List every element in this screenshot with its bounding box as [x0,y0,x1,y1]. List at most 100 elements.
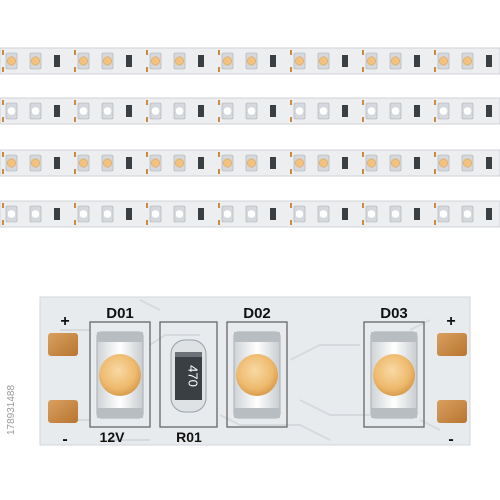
d02-led [233,331,281,419]
resistor-marking: 470 [186,365,201,387]
plus-label-left: + [60,313,69,330]
strip-solder-pad [362,117,364,122]
strip-solder-pad [290,117,292,122]
strip-resistor [342,208,348,220]
strip-led-dot [319,106,328,116]
strip-resistor [414,55,420,67]
strip-solder-pad [434,169,436,174]
strip-led-dot [151,56,160,66]
strip-led-dot [31,56,40,66]
strip-solder-pad [362,50,364,55]
minus-label-left: - [62,431,67,448]
strip-solder-pad [218,152,220,157]
strip-led-dot [223,209,232,219]
strip-led-dot [223,106,232,116]
strip-solder-pad [218,117,220,122]
strip-resistor [486,157,492,169]
strip-led-dot [463,106,472,116]
strip-resistor [486,55,492,67]
d02-silkscreen [226,321,288,428]
strip-led-dot [79,158,88,168]
strip-solder-pad [146,50,148,55]
strip-resistor [270,208,276,220]
strip-led-dot [103,158,112,168]
strip-led-dot [7,56,16,66]
strip-resistor [270,105,276,117]
strip-solder-pad [74,67,76,72]
strip-led-dot [463,209,472,219]
strip-led-dot [391,56,400,66]
strip-solder-pad [74,220,76,225]
strip-led-dot [151,106,160,116]
strip-led-dot [319,209,328,219]
strip-led-dot [79,106,88,116]
strip-led-dot [295,56,304,66]
strip-led-dot [247,106,256,116]
strip-resistor [342,157,348,169]
strip-led-dot [175,158,184,168]
strip-solder-pad [290,220,292,225]
strip-led-dot [319,158,328,168]
strip-led-dot [367,56,376,66]
label-d03: D03 [380,305,408,322]
r01-resistor: 470 [170,339,207,413]
strip-solder-pad [362,100,364,105]
strip-resistor [486,105,492,117]
strip-solder-pad [218,67,220,72]
strip-led-dot [151,209,160,219]
strip-led-dot [31,209,40,219]
strip-led-dot [463,56,472,66]
strip-solder-pad [362,220,364,225]
strip-resistor [126,105,132,117]
led-strip-cool [0,200,500,228]
strip-led-dot [439,209,448,219]
strip-solder-pad [218,203,220,208]
label-voltage: 12V [100,429,126,445]
d03-led [370,331,418,419]
strip-led-dot [391,209,400,219]
strip-solder-pad [146,100,148,105]
strip-resistor [54,55,60,67]
strip-led-dot [391,158,400,168]
strip-led-dot [439,56,448,66]
strip-led-dot [103,209,112,219]
strip-solder-pad [74,169,76,174]
strip-solder-pad [218,50,220,55]
strip-resistor [126,157,132,169]
led-strips-group [0,47,500,228]
strip-led-dot [295,209,304,219]
strip-led-dot [439,158,448,168]
strip-resistor [198,208,204,220]
strip-solder-pad [218,100,220,105]
strip-solder-pad [2,100,4,105]
strip-solder-pad [434,67,436,72]
strip-led-dot [391,106,400,116]
plus-label-right: + [446,313,455,330]
strip-solder-pad [362,67,364,72]
strip-solder-pad [146,203,148,208]
strip-solder-pad [2,50,4,55]
strip-led-dot [367,209,376,219]
strip-solder-pad [74,152,76,157]
strip-resistor [414,157,420,169]
pad-plus-left [48,333,78,356]
strip-solder-pad [290,152,292,157]
led-strip-warm [0,149,500,177]
d01-led [96,331,144,419]
strip-solder-pad [146,152,148,157]
strip-solder-pad [146,117,148,122]
strip-solder-pad [434,100,436,105]
label-r01: R01 [176,429,202,445]
minus-label-right: - [448,431,453,448]
strip-resistor [342,55,348,67]
pad-minus-right [437,400,467,423]
strip-solder-pad [2,203,4,208]
strip-solder-pad [362,169,364,174]
strip-solder-pad [146,67,148,72]
pad-plus-right [437,333,467,356]
strip-solder-pad [434,117,436,122]
strip-led-dot [175,209,184,219]
strip-resistor [126,55,132,67]
strip-resistor [270,55,276,67]
strip-resistor [198,55,204,67]
